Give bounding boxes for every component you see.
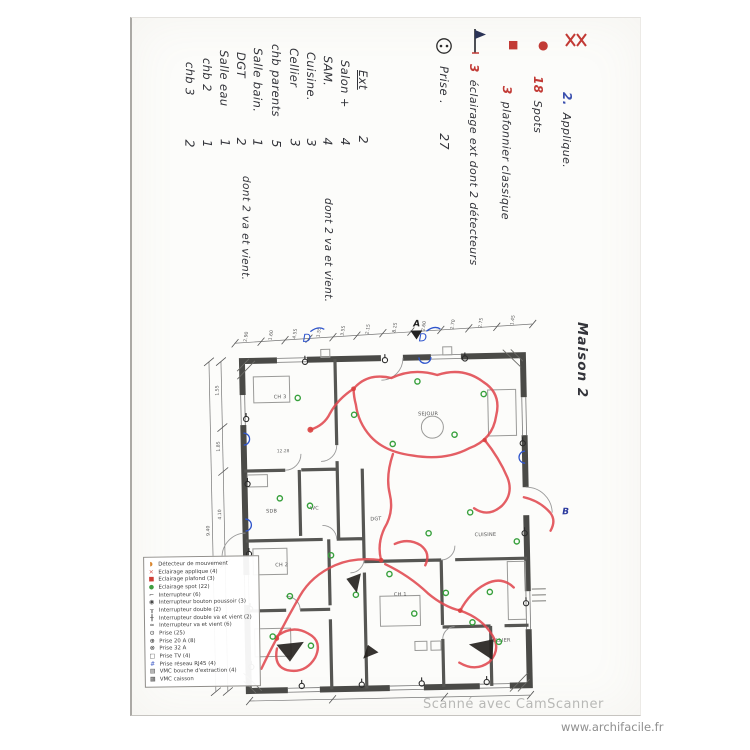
marker-d2: D (418, 331, 427, 344)
room-name: CELLIER (489, 638, 511, 644)
legend-item-label: VMC bouche d'extraction (4) (159, 667, 237, 676)
floor-plan: 2.90 1.60 4.55 1.55 3.55 2.15 8.25 2.60 … (203, 315, 569, 706)
legend-icon: ● (148, 583, 155, 591)
dim-label: 1.55 (214, 385, 220, 395)
legend-icon: ⌐ (149, 591, 155, 599)
room-name: CH 1 (394, 592, 407, 598)
dim-label: 3.55 (339, 325, 347, 336)
dim-label: 2.70 (449, 319, 457, 330)
room-name: SDB (266, 508, 278, 514)
section-markers: A (410, 319, 423, 340)
legend-item-label: Interrupteur bouton poussoir (3) (158, 598, 246, 606)
legend-item-label: Eclairage applique (4) (158, 568, 218, 576)
room-area: 12.28 (277, 448, 290, 454)
legend-icon: ╫ (150, 614, 154, 622)
legend-item-label: Interrupteur double (2) (158, 606, 222, 614)
legend-item-label: Prise 32 A (159, 645, 187, 653)
legend-item-label: Eclairage plafond (3) (158, 576, 215, 583)
legend-icon: ◗ (149, 560, 153, 568)
dim-label: 8.25 (391, 322, 399, 333)
red-circuit-scribbles (260, 370, 555, 673)
marker-b: B (562, 507, 569, 517)
archifacile-watermark: www.archifacile.fr (561, 720, 664, 734)
dim-label: 2.15 (364, 324, 372, 335)
dim-label: 4.55 (292, 328, 300, 339)
legend-icon: ≈ (149, 622, 155, 630)
legend-item-label: Interrupteur va et vient (6) (159, 621, 232, 629)
legend-item-label: Prise (25) (159, 630, 185, 637)
legend-icon: ■ (148, 575, 155, 583)
legend-icon: # (150, 660, 156, 668)
legend-icon: ⊙ (149, 629, 155, 637)
legend-item-label: Prise 20 A (8) (159, 637, 196, 645)
camscanner-watermark: Scanné avec CamScanner (423, 697, 604, 712)
blue-ink-marks: D D B (243, 326, 569, 532)
dim-label: 1.55 (316, 327, 324, 338)
dim-label: 2.75 (477, 317, 485, 328)
legend-item: ▦ VMC caisson (149, 675, 257, 684)
legend-icon: ⊕ (149, 637, 155, 645)
dim-label: 2.60 (420, 320, 428, 331)
legend-item-label: VMC caisson (159, 676, 194, 683)
dark-marker-cones (276, 573, 494, 662)
dim-label: 1.45 (509, 315, 517, 326)
dim-label: 9.40 (205, 525, 211, 535)
marker-d1: D (302, 332, 311, 345)
dim-label: 2.90 (243, 331, 251, 342)
legend-icon: × (148, 568, 154, 576)
room-name: CH 3 (274, 394, 287, 400)
legend-item-label: Eclairage spot (22) (158, 583, 210, 591)
room-name: SEJOUR (418, 411, 439, 417)
legend-item-label: Prise réseau RJ45 (4) (159, 660, 216, 668)
room-labels: CH 3 12.28 SEJOUR CUISINE CELLIER CH 2 C… (266, 394, 511, 644)
room-name: CUISINE (475, 532, 497, 538)
furniture (246, 375, 527, 658)
marker-a: A (412, 319, 420, 329)
legend-item-label: Prise TV (4) (159, 653, 191, 660)
legend-icon: ▤ (149, 668, 156, 676)
legend-icon: ▦ (149, 675, 156, 683)
legend-icon: ╥ (149, 606, 154, 614)
legend-icon: □ (149, 652, 156, 660)
green-spot-markers (269, 378, 521, 650)
dim-label: 1.60 (268, 330, 276, 341)
room-name: CH 2 (275, 562, 288, 568)
room-name: WC (310, 506, 319, 512)
legend-box: ◗ Détecteur de mouvement × Eclairage app… (143, 555, 261, 688)
legend-item-label: Interrupteur (6) (158, 591, 201, 599)
room-name: DGT (370, 516, 382, 522)
dim-label: 1.85 (216, 441, 222, 451)
dim-label: 4.10 (217, 509, 223, 519)
legend-item-label: Interrupteur double va et vient (2) (158, 613, 252, 622)
legend-item-label: Détecteur de mouvement (158, 560, 228, 568)
legend-icon: ◉ (149, 598, 155, 607)
legend-icon: ⊗ (149, 645, 155, 653)
